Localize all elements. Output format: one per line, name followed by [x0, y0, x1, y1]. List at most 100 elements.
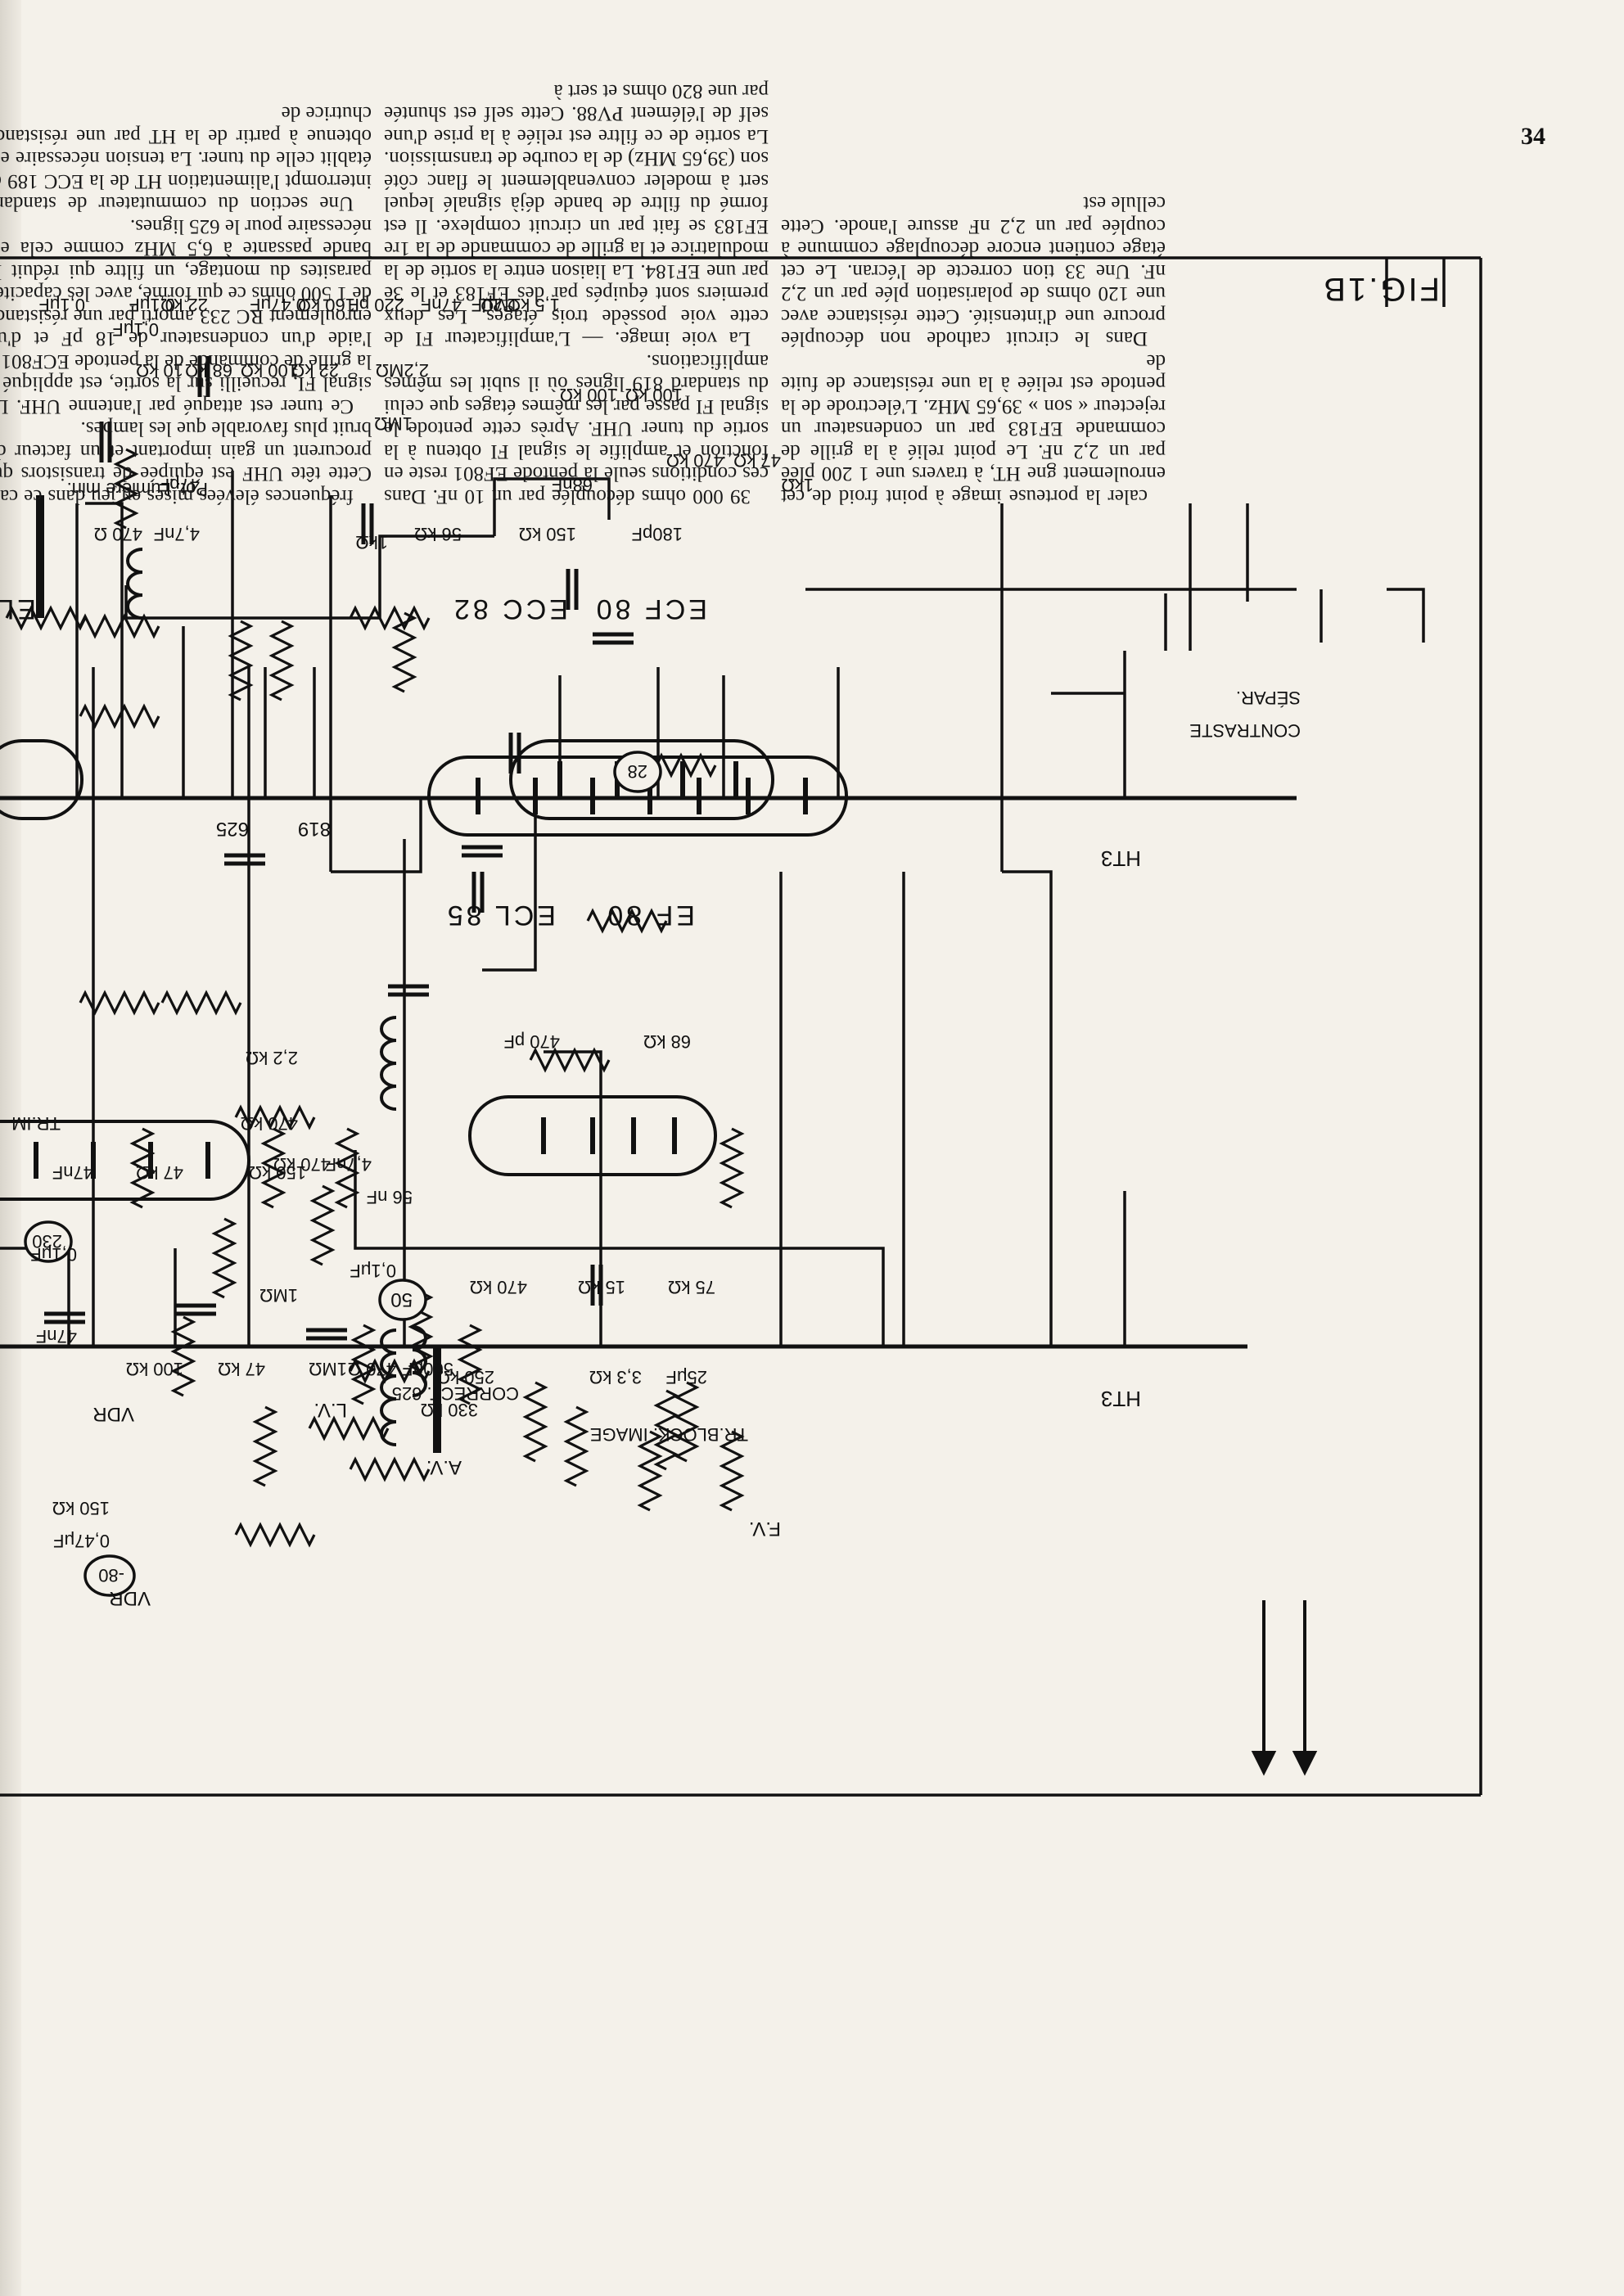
- value-c-47nf-e: 47nF: [36, 1326, 77, 1346]
- label-pot-lumiere: Pot. Lumière min.: [67, 479, 208, 499]
- value-r-150k-c: 150 kΩ: [52, 1498, 110, 1518]
- value-c-047uf-b: 0,47μF: [53, 1531, 110, 1551]
- value-r-160k: 160 kΩ: [298, 295, 355, 315]
- value-r-56k: 56 kΩ: [414, 524, 462, 544]
- article-column-1: fréquences élevées mises en jeu dans ce …: [0, 102, 372, 508]
- tube-el-envelope: [0, 739, 83, 820]
- label-tr-im: TR.IM: [11, 1113, 61, 1134]
- value-r-470: 470 Ω: [94, 524, 142, 544]
- page-number: 34: [1521, 123, 1545, 150]
- value-r-100k-c: 100 kΩ: [560, 385, 617, 405]
- value-c-47nf-b: 4,7nF: [154, 524, 200, 544]
- value-r-15k: 1,5 kΩ: [508, 295, 560, 315]
- value-r-1m-b: 1MΩ: [309, 1359, 347, 1379]
- value-c-47pf: 47pF: [159, 475, 200, 495]
- tube-label-el: EL: [0, 593, 36, 625]
- value-c-220pf: 220 pF: [349, 295, 405, 315]
- output-contraste: CONTRASTE: [1189, 720, 1301, 741]
- value-r-100k-a: 100 kΩ: [241, 360, 298, 381]
- value-c-01uf-e: 0,1μF: [30, 1244, 77, 1265]
- tube-label-ecl85: ECL 85: [444, 900, 556, 931]
- value-c-500uf: 500μF: [402, 1359, 453, 1379]
- value-c-2uf: 2μF: [471, 295, 503, 315]
- value-r-470k-b: 470 kΩ: [273, 1154, 331, 1175]
- value-r-250k: 250 kΩ: [437, 1367, 494, 1387]
- value-r-1k: 1kΩ: [355, 532, 388, 553]
- marker-230-text: 230: [32, 1231, 62, 1252]
- value-r-100k-d: 100 kΩ: [126, 1359, 183, 1379]
- value-c-180pf: 180pF: [632, 524, 683, 544]
- article-column-3: caler la porteuse image à point froid de…: [781, 192, 1166, 508]
- ref-625: 625: [216, 818, 249, 840]
- value-r-22k-b: 22 kΩ: [160, 295, 208, 315]
- label-vdr-b: VDR: [109, 1587, 151, 1609]
- value-r-470ohm: 470 Ω: [348, 1359, 396, 1379]
- value-r-22k: 22 kΩ: [291, 360, 339, 381]
- value-r-10k: 10 kΩ: [136, 360, 183, 381]
- marker-80-text: -80: [98, 1565, 124, 1586]
- value-r-68k: 68 kΩ: [185, 360, 232, 381]
- article-paragraph: caler la porteuse image à point froid de…: [781, 350, 1166, 507]
- value-c-01uf-d: 0,1μF: [350, 1261, 396, 1281]
- article-paragraph: La voie image. — L'amplificateur FI de c…: [384, 80, 769, 350]
- value-c-56nf: 56 nF: [367, 1187, 413, 1207]
- value-r-1mohm: 1MΩ: [480, 295, 519, 315]
- value-r-470k: 470 kΩ: [470, 1277, 527, 1297]
- marker-28-circle: [613, 751, 662, 793]
- value-c-047uf: 0,47μF: [250, 295, 306, 315]
- value-r-150k-b: 150 kΩ: [249, 1162, 306, 1183]
- value-c-47nf-c: 4,7nF: [326, 1154, 372, 1175]
- marker-50-text: 50: [390, 1288, 413, 1310]
- value-c-470pf: 470 pF: [504, 1031, 561, 1052]
- tube-label-ecf80: ECF 80: [593, 593, 707, 625]
- output-separ: SÉPAR.: [1236, 688, 1301, 708]
- label-tr-block: TR.BLOCK. IMAGE: [590, 1424, 748, 1445]
- value-r-470k-var: 470 kΩ: [666, 450, 724, 471]
- value-r-470k-pot: 470 kΩ: [241, 1113, 298, 1134]
- label-av: A.V.: [426, 1456, 462, 1478]
- ht3-label-lower: HT3: [1101, 846, 1141, 871]
- value-r-330k: 330 kΩ: [421, 1400, 478, 1420]
- value-r-68k-b: 68 kΩ: [643, 1031, 691, 1052]
- value-r-75k: 75 kΩ: [668, 1277, 715, 1297]
- value-c-47nf: 47nF: [421, 295, 462, 315]
- tube-label-ef80: EF 80: [604, 900, 695, 931]
- value-r-22mo: 2,2MΩ: [376, 360, 429, 381]
- value-r-150k: 150 kΩ: [519, 524, 576, 544]
- value-c-01uf: 0,1μF: [112, 319, 159, 340]
- article-paragraph: 39 000 ohms découplée par un 10 nF. Dans…: [384, 350, 769, 507]
- ref-819: 819: [298, 818, 331, 840]
- ht3-label-upper: HT3: [1101, 1387, 1141, 1411]
- value-r-33k: 3,3 kΩ: [589, 1367, 642, 1387]
- article-paragraph: fréquences élevées mises en jeu dans ce …: [0, 417, 372, 508]
- article-paragraph: Dans le circuit cathode non découplée pr…: [781, 192, 1166, 350]
- value-r-1k-sw: 1kΩ: [781, 475, 814, 495]
- figure-title: FIG.1B: [1321, 271, 1440, 307]
- value-r-47k-c: 47 kΩ: [218, 1359, 265, 1379]
- value-c-01uf-b: 0,1μF: [129, 295, 175, 315]
- label-fv: F.V.: [749, 1518, 781, 1540]
- value-r-22k-c: 2,2 kΩ: [246, 1048, 298, 1068]
- label-correct: CORRECT. 625: [392, 1383, 519, 1404]
- value-c-25uf: 25μF: [665, 1367, 707, 1387]
- article-column-2: 39 000 ohms découplée par un 10 nF. Dans…: [384, 80, 769, 507]
- value-r-100k-b: 100 kΩ: [625, 385, 683, 405]
- value-r-1m-pot: 1MΩ: [259, 1285, 298, 1306]
- tube-label-ecc82: ECC 82: [451, 593, 568, 625]
- page-binding-shadow: [0, 0, 21, 2296]
- value-c-01uf-c: 0,1μF: [38, 295, 85, 315]
- article-paragraph: Une section du commutateur de standard i…: [0, 102, 372, 215]
- marker-80-circle: [83, 1554, 136, 1597]
- marker-50-circle: [378, 1279, 427, 1321]
- value-r-47k-b: 47 kΩ: [136, 1162, 183, 1183]
- value-r-15k-b: 15 kΩ: [578, 1277, 625, 1297]
- label-vdr-a: VDR: [92, 1403, 134, 1425]
- tube-ecc82-envelope: [509, 739, 774, 820]
- article-paragraph: Ce tuner est attaqué par l'antenne UHF. …: [0, 215, 372, 417]
- value-r-1meg-contrast: 1MΩ: [374, 413, 413, 434]
- tube-ef80-envelope: [468, 1095, 717, 1176]
- marker-230-circle: [24, 1220, 73, 1263]
